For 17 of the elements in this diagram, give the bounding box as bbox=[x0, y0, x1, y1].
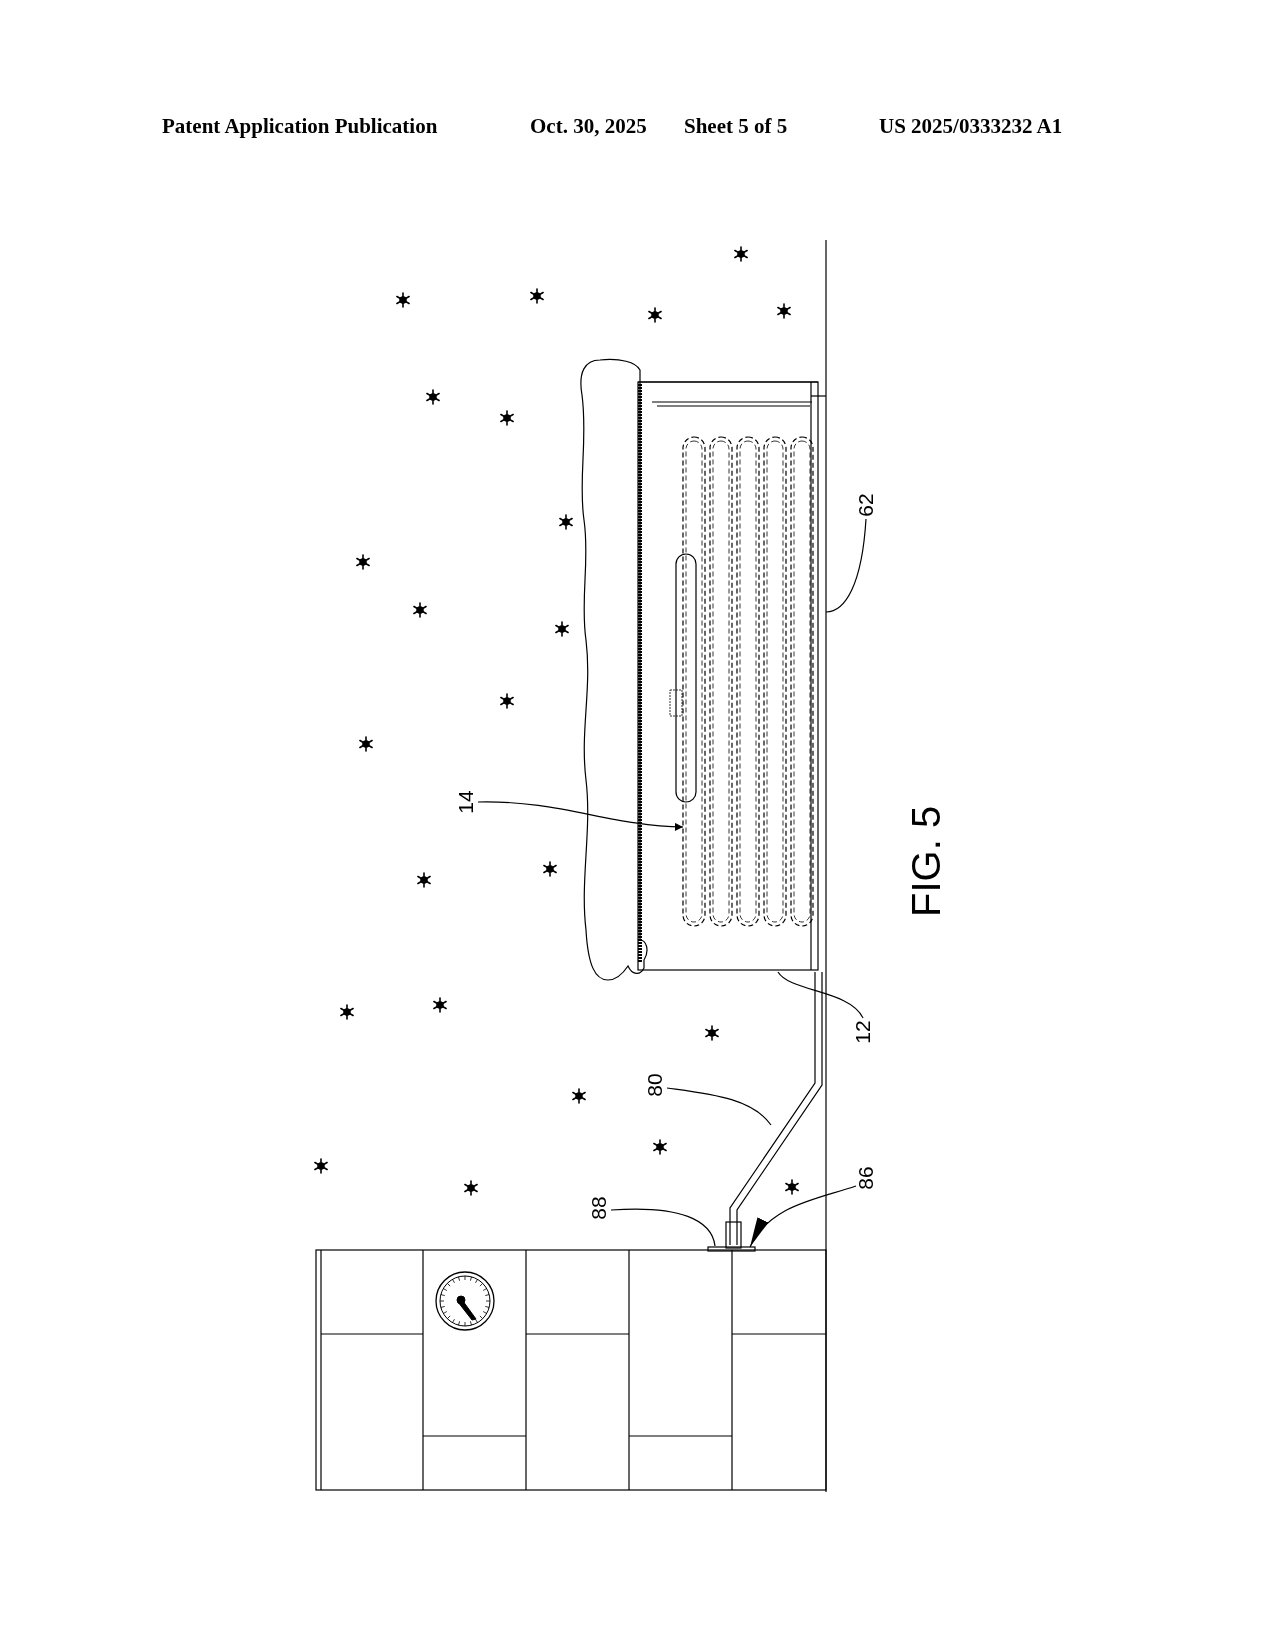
header-text: Sheet 5 of 5 bbox=[684, 114, 788, 139]
reference-numeral: 86 bbox=[855, 1165, 877, 1191]
reference-numeral: 88 bbox=[588, 1195, 610, 1221]
reference-numeral: 62 bbox=[855, 492, 877, 518]
header-text: US 2025/0333232 A1 bbox=[879, 114, 1063, 139]
leader-line bbox=[610, 1208, 716, 1247]
leader-arrow bbox=[477, 801, 684, 831]
figure-label: FIG. 5 bbox=[904, 804, 948, 917]
header-text: Oct. 30, 2025 bbox=[530, 114, 647, 139]
reference-numeral: 80 bbox=[644, 1072, 666, 1098]
leader-line bbox=[666, 1087, 772, 1126]
leader-arrow bbox=[749, 1185, 857, 1248]
header-text: Patent Application Publication bbox=[162, 114, 438, 139]
reference-numeral: 12 bbox=[852, 1019, 874, 1045]
leader-line bbox=[777, 971, 864, 1019]
leader-line bbox=[825, 518, 867, 613]
reference-numeral: 14 bbox=[455, 789, 477, 815]
